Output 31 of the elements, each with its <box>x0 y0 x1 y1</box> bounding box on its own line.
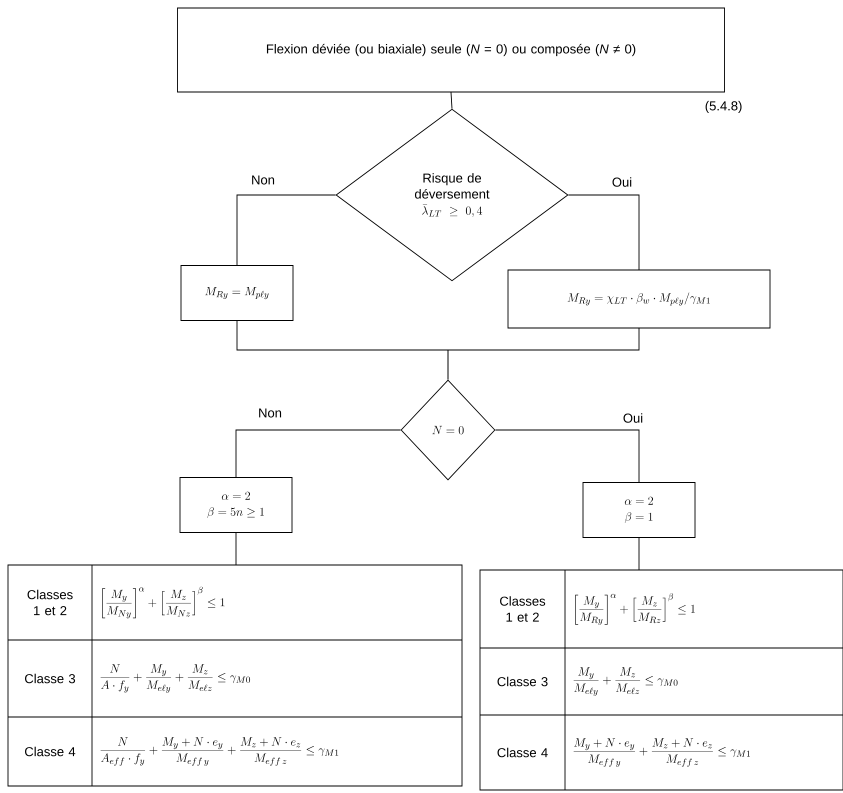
connector-line <box>568 194 640 270</box>
formula: $\frac{M_y}{M_{e\ell y}} + \frac{M_z}{M_{e\ell z}} \leq \gamma_{M0}$ <box>574 667 678 696</box>
edge-label: Non <box>257 407 283 419</box>
formula-box: $M_{Ry} = \chi_{LT} \cdot \beta_w \cdot M_{p\ell y} / \gamma_{M1}$ <box>508 270 770 328</box>
connector-line <box>495 430 640 482</box>
formula-box: $M_{Ry} = M_{p\ell y}$ <box>180 265 294 321</box>
edge-label: Oui <box>622 412 644 424</box>
formula: $\frac{N}{A \cdot f_y} + \frac{M_y}{M_{e\ell y}} + \frac{M_z}{M_{e\ell z}} \leq \gamma_{M0}$ <box>100 664 250 693</box>
connector-line <box>638 538 640 570</box>
formula: $\left[\frac{M_y}{M_{Ny}}\right]^{\alpha} + \left[\frac{M_z}{M_{Nz}}\right]^{\beta} \leq 1$ <box>102 586 225 618</box>
class-label: Classe 3 <box>498 676 548 686</box>
formula: $\left[\frac{M_y}{M_{Ry}}\right]^{\alpha} + \left[\frac{M_z}{M_{Rz}}\right]^{\beta} \leq 1$ <box>575 593 695 625</box>
formula: $\frac{M_y + N \cdot e_y}{M_{eff\,y}} + \frac{M_z + N \cdot e_z}{M_{eff\,z}} \leq \gamma_{M1}$ <box>574 738 750 767</box>
formula-table <box>8 564 462 786</box>
connector-line <box>236 430 401 478</box>
edge-label: Non <box>250 174 276 186</box>
class-label: Classe 4 <box>498 748 548 758</box>
class-label: Classe 4 <box>25 746 76 756</box>
class-label: Classes 1 et 2 <box>28 590 73 616</box>
parameter-box: $\alpha = 2$ $\beta = 1$ <box>582 482 696 538</box>
parameter-box: $\alpha = 2$ $\beta = 5n \geq 1$ <box>180 477 292 533</box>
reference-number: (5.4.8) <box>706 100 742 114</box>
class-label: Classe 3 <box>25 674 76 684</box>
edge-label: Oui <box>610 176 634 188</box>
connector-line <box>236 194 336 266</box>
class-label: Classes 1 et 2 <box>500 596 546 622</box>
process-box: Flexion déviée (ou biaxiale) seule (N = 0) ou composée (N ≠ 0) <box>177 8 725 92</box>
connector-line <box>450 92 452 110</box>
formula-table <box>480 570 843 790</box>
connector-line <box>448 328 640 380</box>
formula: $\frac{N}{A_{eff} \cdot f_y} + \frac{M_y + N \cdot e_y}{M_{eff\,y}} + \frac{M_z + N \cdot e_z}{M_{eff\,z}} \leq \gamma_{M1}$ <box>100 737 338 766</box>
